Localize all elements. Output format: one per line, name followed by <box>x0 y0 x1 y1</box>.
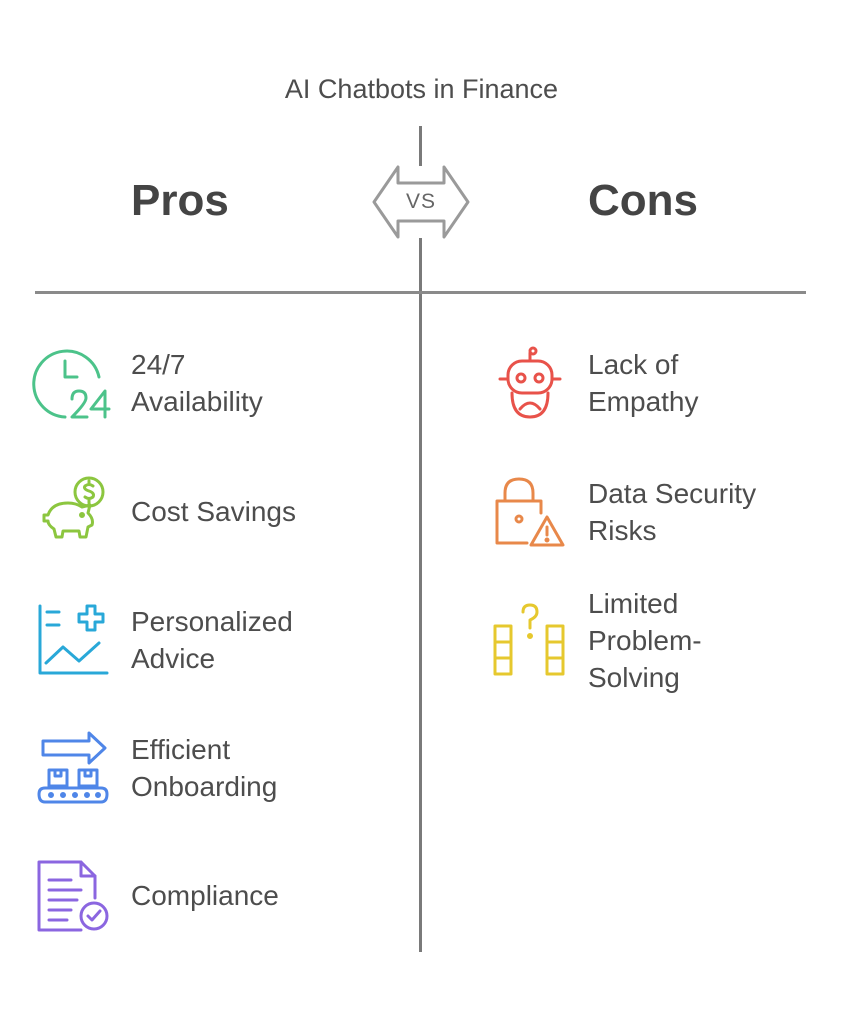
sad-robot-icon <box>494 346 566 419</box>
clock-24-icon <box>32 347 111 419</box>
health-chart-icon <box>37 603 109 675</box>
piggy-bank-icon <box>38 475 110 547</box>
cons-heading: Cons <box>588 176 698 225</box>
lock-warning-icon <box>493 475 565 547</box>
cons-item-line: Limited <box>588 588 679 619</box>
vs-label: VS <box>405 190 436 213</box>
divider-horizontal <box>35 291 806 294</box>
cons-item-line: Risks <box>588 515 657 546</box>
diagram-title: AI Chatbots in Finance <box>284 74 559 104</box>
divider-bottom <box>419 238 422 952</box>
pros-item-line: Compliance <box>131 880 279 911</box>
pros-heading: Pros <box>131 176 229 225</box>
pros-item-line: Cost Savings <box>131 496 296 527</box>
double-arrow-icon <box>372 165 470 239</box>
conveyor-arrow-icon <box>37 731 109 804</box>
divider-top <box>419 126 422 166</box>
cons-item-line: Empathy <box>588 386 699 417</box>
cons-item-line: Solving <box>588 662 680 693</box>
pros-item-line: Availability <box>131 386 263 417</box>
pros-item-line: Onboarding <box>131 771 278 802</box>
cons-item-line: Problem- <box>588 625 702 656</box>
document-check-icon <box>37 860 109 932</box>
question-blocks-icon <box>493 603 565 676</box>
pros-item-line: Efficient <box>131 734 231 765</box>
pros-item-line: 24/7 <box>131 349 186 380</box>
vs-badge: VS <box>372 163 470 241</box>
cons-item-line: Data Security <box>588 478 757 509</box>
cons-item-line: Lack of <box>588 349 679 380</box>
pros-item-line: Advice <box>131 643 216 674</box>
pros-item-line: Personalized <box>131 606 293 637</box>
